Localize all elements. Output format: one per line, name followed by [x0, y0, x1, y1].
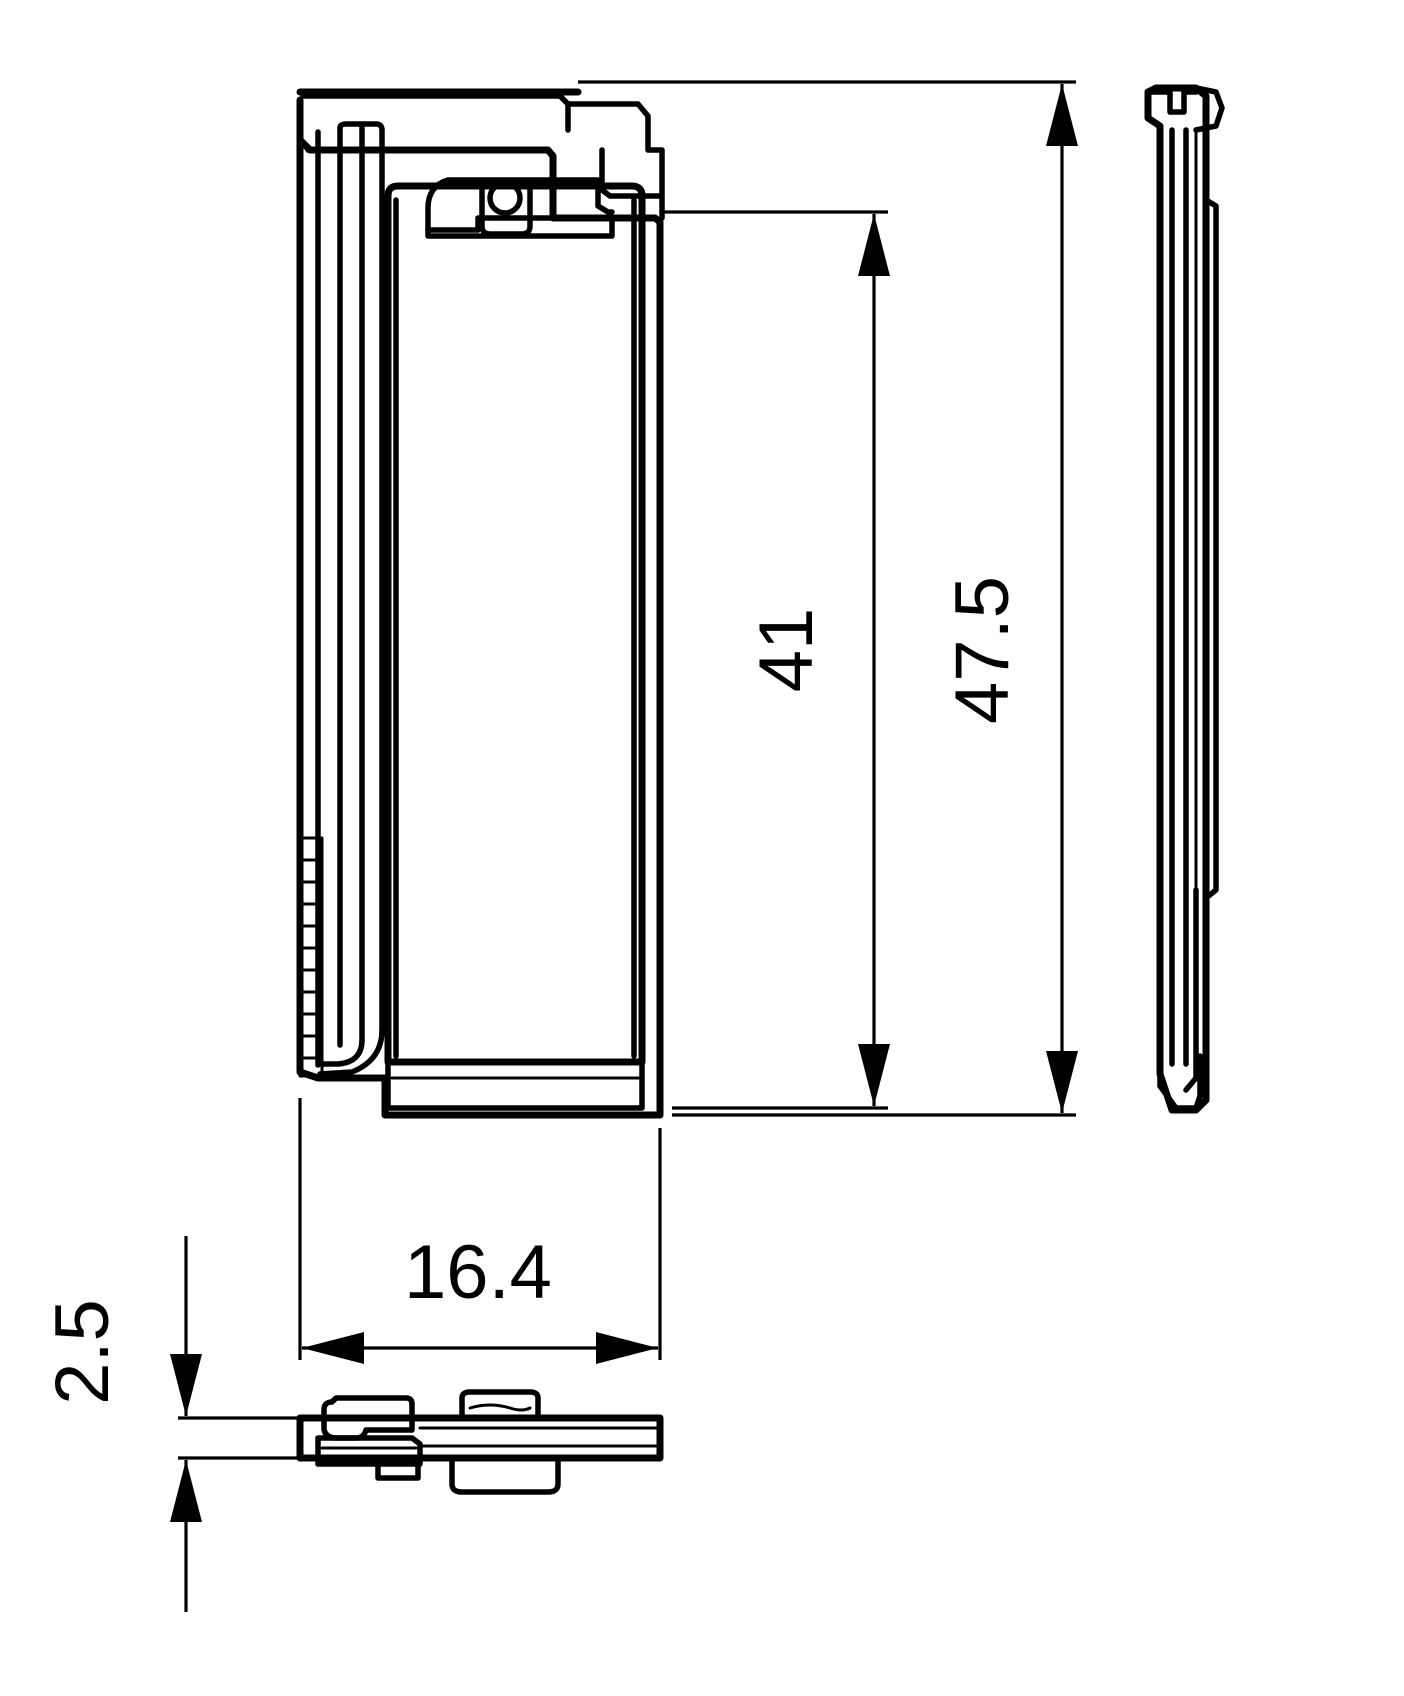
front-latch-upper	[425, 177, 615, 233]
dim-41-label: 41	[744, 608, 829, 693]
front-inner-body-inner-line	[393, 197, 637, 1059]
dimension-47-5: 47.5	[578, 80, 1078, 1117]
front-view	[296, 88, 665, 1119]
front-pivot-hole	[487, 180, 523, 216]
bottom-left-foot	[315, 1435, 423, 1467]
dim-47-5-arrow-top	[1046, 84, 1078, 146]
dimension-41: 41	[664, 210, 890, 1110]
front-top-cap	[300, 93, 571, 133]
dim-16-4-label: 16.4	[404, 1230, 552, 1315]
front-outer-silhouette	[296, 96, 664, 1119]
front-knurl-strip	[298, 836, 324, 1078]
front-rail-bottom-curve-2	[317, 1027, 385, 1077]
side-top-hook	[1145, 89, 1199, 115]
front-inner-body	[384, 182, 646, 1066]
side-view-right	[1144, 84, 1225, 1114]
dim-47-5-label: 47.5	[940, 576, 1025, 724]
dimension-2-5: 2.5	[40, 1236, 300, 1612]
dim-2-5-arrow-lower	[170, 1460, 202, 1522]
bottom-left-tab	[375, 1459, 421, 1481]
front-latch-bracket	[479, 187, 533, 237]
front-rail-group-cap	[337, 121, 385, 1033]
side-top-tab	[1193, 85, 1225, 133]
front-latch-body	[425, 215, 615, 239]
dim-2-5-arrow-upper	[170, 1354, 202, 1416]
dim-16-4-arrow-right	[596, 1332, 658, 1364]
side-right-step	[1203, 197, 1219, 901]
dim-41-arrow-top	[858, 214, 890, 276]
dim-16-4-arrow-left	[302, 1332, 364, 1364]
bottom-lower-tab	[449, 1455, 561, 1495]
bottom-view	[296, 1389, 664, 1495]
bottom-top-boss	[459, 1389, 541, 1421]
side-lower-step	[1183, 887, 1199, 1093]
bottom-boss-inner-line	[468, 1403, 532, 1412]
front-bottom-skirt	[385, 1059, 645, 1111]
dim-2-5-label: 2.5	[40, 1299, 125, 1405]
dimension-16-4: 16.4	[298, 1098, 662, 1364]
front-rail-bottom-curve	[319, 1037, 365, 1067]
dim-47-5-arrow-bottom	[1046, 1051, 1078, 1113]
dim-41-arrow-bottom	[858, 1044, 890, 1106]
front-right-notch	[599, 147, 663, 199]
front-top-right-step	[565, 101, 665, 221]
side-bottom-foot	[1157, 1053, 1203, 1111]
